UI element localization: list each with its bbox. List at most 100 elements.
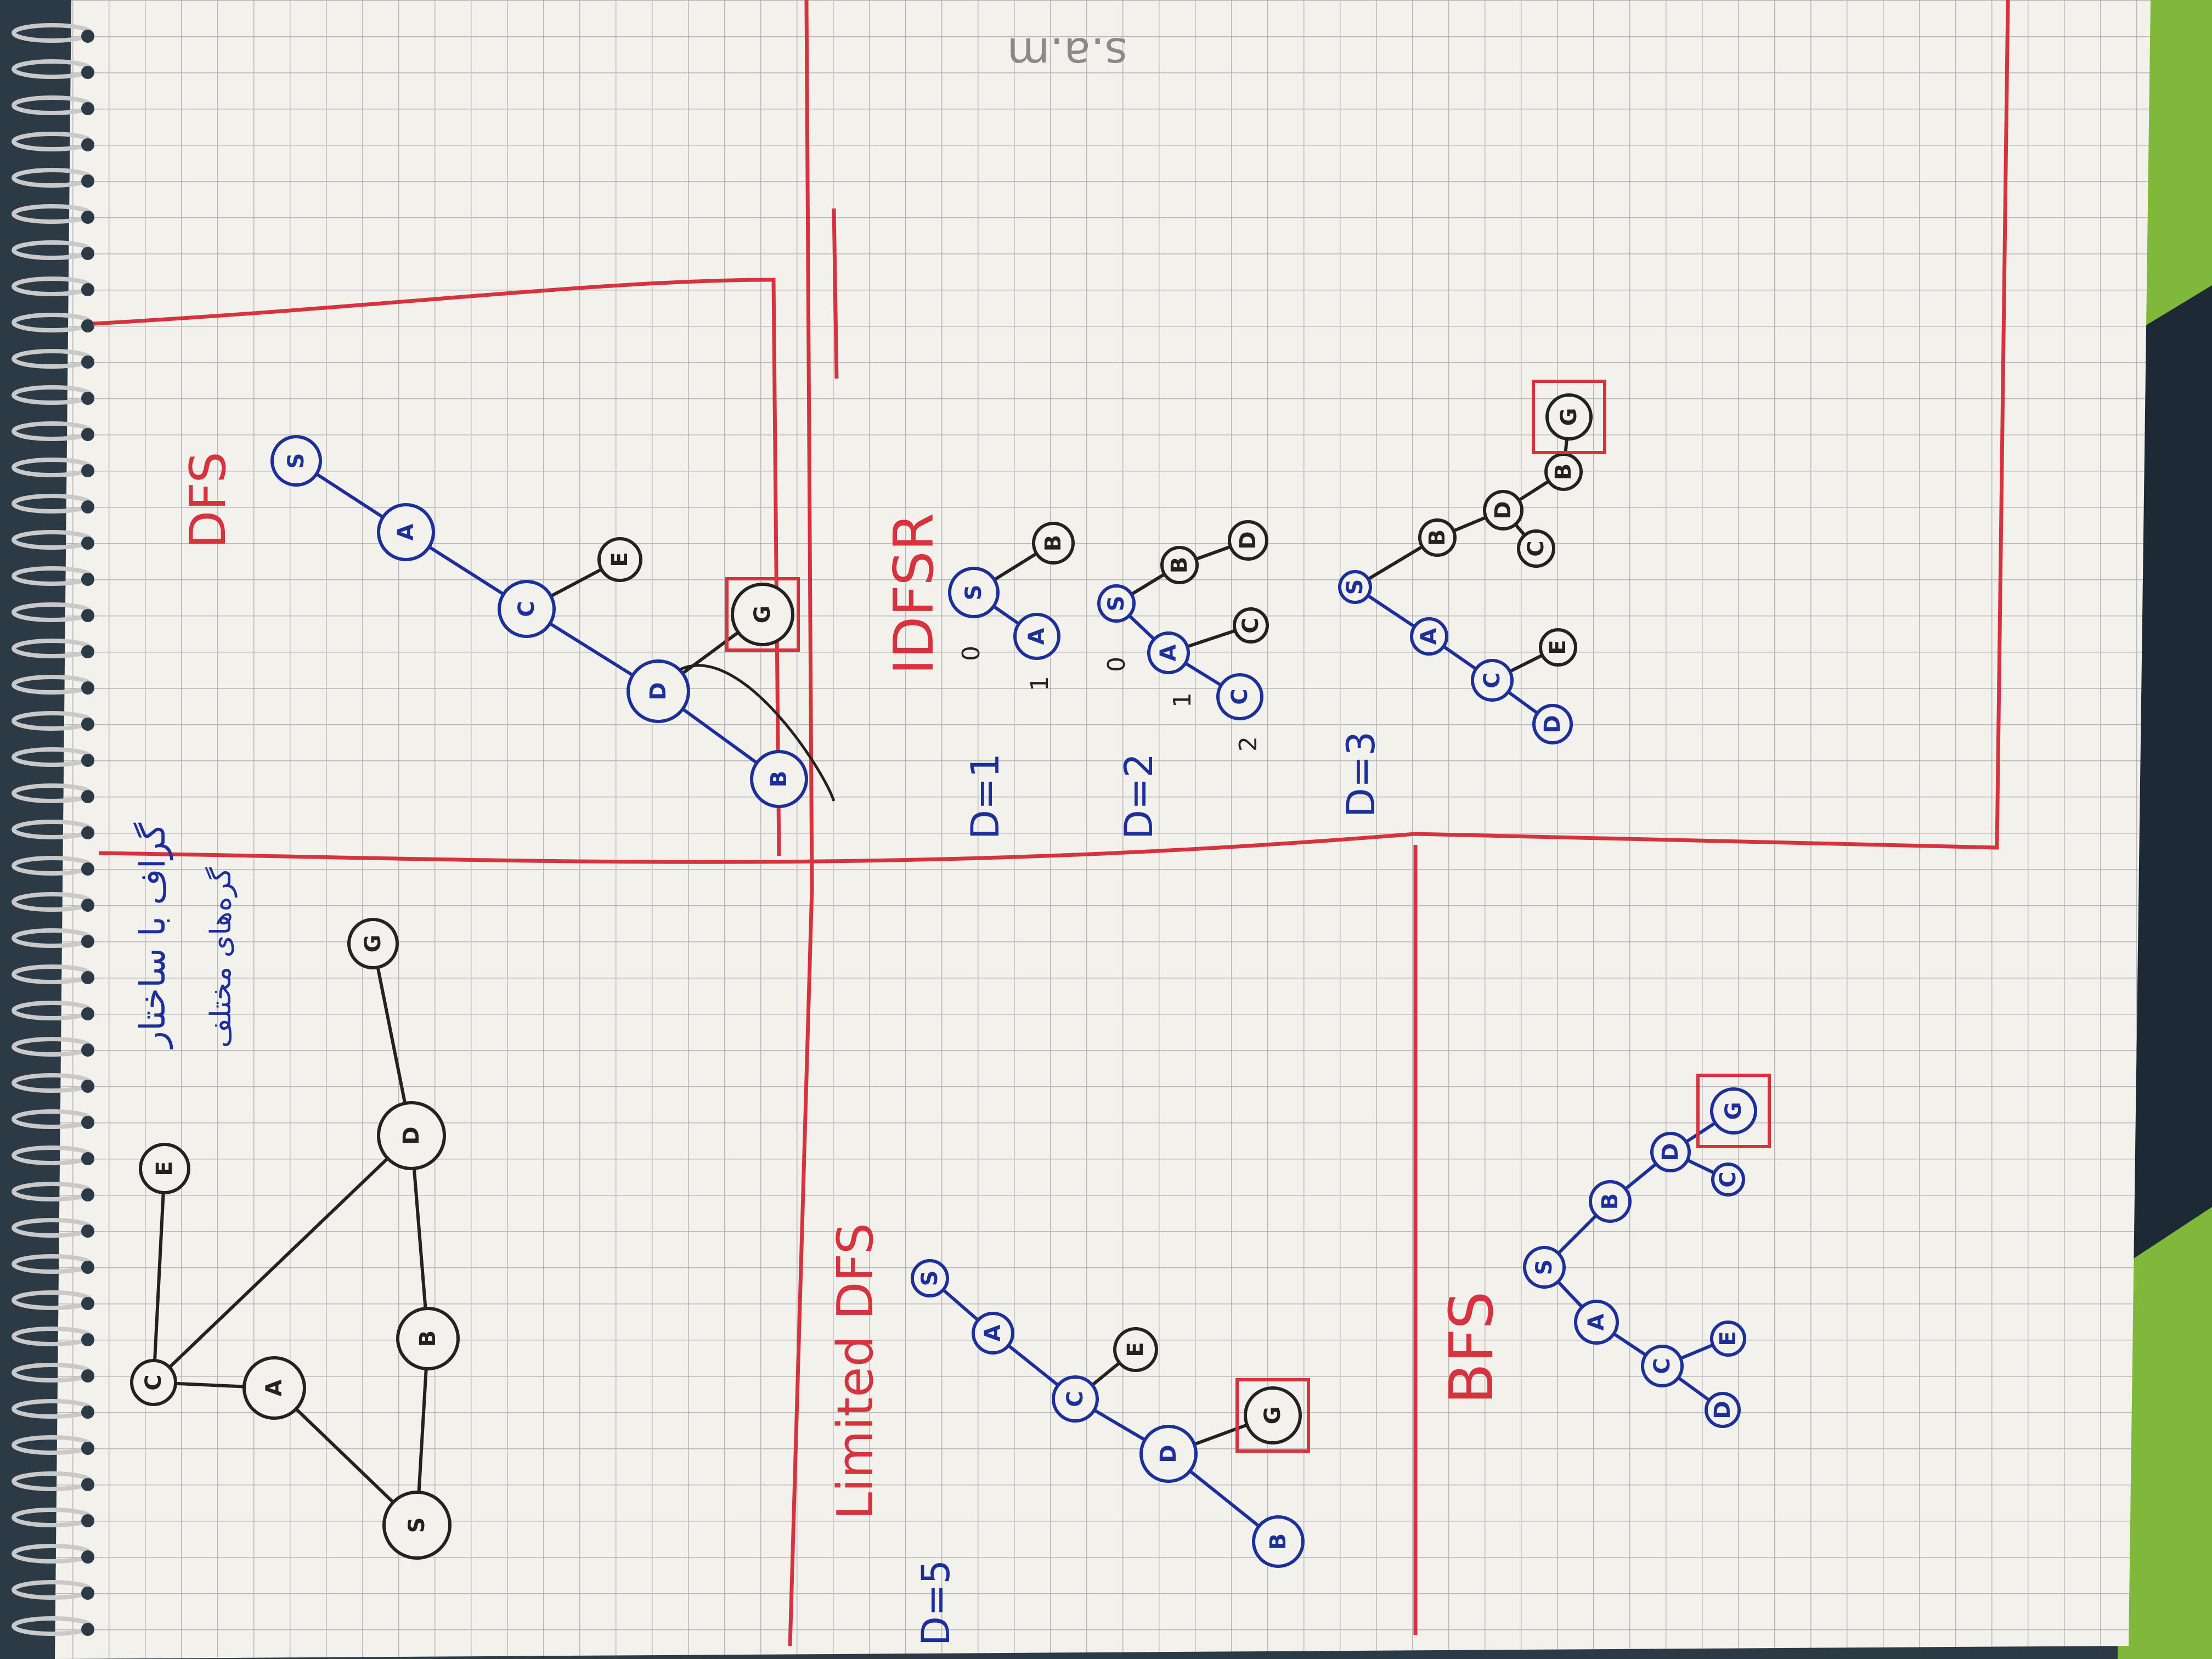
goal-highlight-box	[1532, 380, 1606, 454]
graph-node-label: C	[1716, 1171, 1741, 1187]
graph-node-d	[377, 1101, 446, 1170]
spiral-hole	[81, 500, 94, 514]
quadrant-lines	[93, 0, 2010, 1646]
spiral-hole	[81, 1406, 94, 1419]
graph-node-s	[911, 1259, 949, 1297]
depth-label-d5: D=5	[913, 1560, 958, 1646]
spiral-hole	[81, 718, 94, 731]
spiral-hole	[81, 1261, 94, 1274]
spiral-hole	[81, 211, 94, 224]
graph-node-label: G	[1260, 1407, 1285, 1425]
spiral-hole	[81, 464, 94, 477]
graph-node-label: B	[415, 1330, 441, 1347]
graph-node-b	[1032, 522, 1075, 565]
spiral-hole	[81, 1116, 94, 1129]
graph-node-d	[1139, 1425, 1198, 1483]
graph-node-c	[130, 1359, 177, 1406]
graph-node-a	[1410, 617, 1448, 656]
graph-node-d	[1228, 520, 1268, 561]
graph-node-a	[1574, 1300, 1619, 1345]
spiral-hole	[81, 1333, 94, 1346]
graph-node-b	[750, 750, 808, 808]
graph-node-label: A	[393, 523, 419, 540]
depth-label-d2: D=2	[1116, 753, 1161, 839]
graph-node-b	[1252, 1515, 1305, 1568]
spiral-hole	[81, 247, 94, 260]
spiral-hole	[81, 428, 94, 441]
spiral-hole	[81, 1188, 94, 1201]
graph-node-label: S	[404, 1517, 430, 1533]
level-num: 1	[1169, 692, 1197, 708]
graph-node-label: S	[1342, 579, 1368, 595]
graph-node-b	[1160, 546, 1199, 584]
heading-limited-dfs: Limited DFS	[827, 1223, 884, 1520]
spiral-hole	[81, 971, 94, 984]
graph-node-g	[1244, 1386, 1302, 1444]
cover-pattern	[2129, 285, 2212, 1262]
goal-highlight-box	[1696, 1074, 1771, 1148]
heading-idfsr: IDFSR	[882, 513, 946, 675]
persian-note-line2: گره‌های مختلف	[205, 867, 238, 1048]
heading-bfs: BFS	[1436, 1291, 1506, 1404]
spiral-hole	[81, 681, 94, 695]
spiral-hole	[81, 645, 94, 658]
graph-node-label: A	[1417, 628, 1442, 645]
graph-node-label: B	[1425, 529, 1450, 546]
level-num: 0	[1103, 657, 1131, 672]
graph-node-c	[1471, 659, 1514, 702]
graph-node-c	[1517, 529, 1555, 568]
watermark-text: s.a.m	[1007, 28, 1128, 79]
level-num: 1	[1026, 676, 1054, 691]
dfs-back-edge	[679, 664, 836, 802]
spiral-hole	[81, 935, 94, 948]
graph-node-c	[1052, 1375, 1099, 1423]
graph-node-label: C	[1238, 617, 1263, 633]
graph-node-label: C	[514, 601, 539, 617]
graph-node-c	[1711, 1163, 1745, 1197]
level-num: 2	[1234, 736, 1262, 752]
depth-label-d3: D=3	[1339, 731, 1384, 817]
graph-node-d	[627, 659, 690, 723]
graph-node-e	[1710, 1321, 1746, 1357]
goal-highlight-box	[725, 577, 800, 652]
graph-node-e	[1539, 628, 1577, 667]
spiral-hole	[81, 573, 94, 586]
spiral-hole	[81, 754, 94, 767]
graph-node-label: S	[1104, 596, 1129, 612]
goal-highlight-box	[1235, 1378, 1310, 1453]
graph-node-label: D	[1156, 1444, 1181, 1463]
level-num: 0	[957, 646, 985, 661]
spiral-hole	[81, 30, 94, 43]
graph-node-label: B	[766, 771, 792, 788]
graph-node-label: C	[141, 1374, 166, 1390]
graph-node-g	[347, 918, 399, 969]
graph-node-label: G	[360, 935, 386, 953]
spiral-hole	[81, 1442, 94, 1455]
spiral-hole	[81, 1297, 94, 1310]
graph-node-e	[597, 537, 642, 582]
graph-node-label: D	[1658, 1143, 1683, 1161]
graph-node-s	[948, 567, 1000, 618]
spiral-hole	[81, 826, 94, 839]
graph-node-label: S	[284, 453, 309, 469]
spiral-hole	[81, 899, 94, 912]
spiral-hole	[81, 283, 94, 296]
graph-node-d	[1650, 1132, 1691, 1172]
graph-node-a	[1147, 631, 1190, 674]
spiral-hole	[81, 1369, 94, 1383]
graph-node-label: D	[1710, 1401, 1735, 1419]
graph-node-c	[1641, 1345, 1684, 1387]
graph-node-b	[1418, 518, 1457, 557]
depth-label-d1: D=1	[963, 753, 1008, 839]
graph-node-c	[1216, 673, 1263, 720]
graph-node-c	[1233, 607, 1269, 644]
graph-node-label: G	[750, 606, 775, 624]
spiral-hole	[81, 66, 94, 79]
graph-node-c	[498, 580, 556, 638]
